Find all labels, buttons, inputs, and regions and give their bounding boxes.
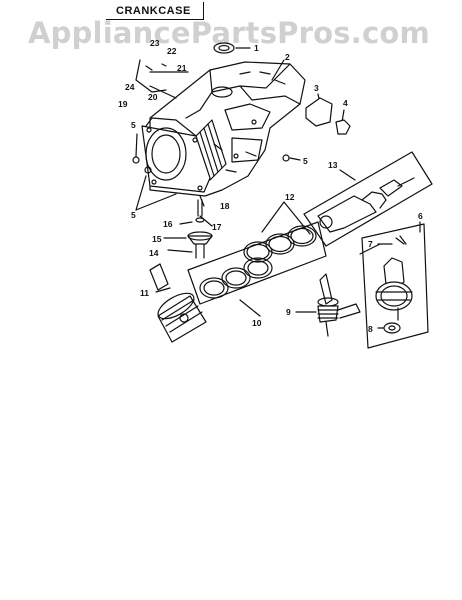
callout-4: 4 <box>343 98 348 108</box>
callout-5b: 5 <box>303 156 308 166</box>
callout-16: 16 <box>163 219 173 229</box>
part-1-washer <box>213 42 235 54</box>
callout-17: 17 <box>212 222 222 232</box>
callout-12: 12 <box>285 192 295 202</box>
callout-19: 19 <box>118 99 128 109</box>
part-3-bracket <box>305 97 333 127</box>
callout-20: 20 <box>148 92 158 102</box>
callout-23: 23 <box>150 38 160 48</box>
callout-10: 10 <box>252 318 262 328</box>
part-6-camshaft-assembly <box>361 223 429 349</box>
part-10-ring-set <box>187 221 327 305</box>
part-4-nut <box>335 119 351 135</box>
callout-24: 24 <box>125 82 135 92</box>
callout-7: 7 <box>368 239 373 249</box>
callout-3: 3 <box>314 83 319 93</box>
callout-5a: 5 <box>131 120 136 130</box>
crankcase-block <box>141 61 306 197</box>
part-13-connecting-rod <box>303 151 433 247</box>
callout-6: 6 <box>418 211 423 221</box>
callout-5c: 5 <box>131 210 136 220</box>
callout-22: 22 <box>167 46 177 56</box>
part-9-crankshaft <box>295 273 361 337</box>
callout-2: 2 <box>285 52 290 62</box>
callout-1: 1 <box>254 43 259 53</box>
callout-8: 8 <box>368 324 373 334</box>
linkage-parts <box>135 59 189 99</box>
callout-13: 13 <box>328 160 338 170</box>
watermark: AppliancePartsPros.com <box>28 16 430 50</box>
valve-stack <box>163 199 213 259</box>
part-5-nut <box>132 156 140 164</box>
callout-21: 21 <box>177 63 187 73</box>
piston <box>157 292 207 343</box>
callout-18: 18 <box>220 201 230 211</box>
callout-15: 15 <box>152 234 162 244</box>
part-12-piston-rings <box>243 225 317 263</box>
callout-14: 14 <box>149 248 159 258</box>
section-title: CRANKCASE <box>106 2 204 20</box>
callout-11: 11 <box>140 288 149 298</box>
callout-9: 9 <box>286 307 291 317</box>
callout-labels: 1 2 3 4 5 5 5 6 7 8 9 10 11 12 13 14 15 … <box>118 38 423 334</box>
